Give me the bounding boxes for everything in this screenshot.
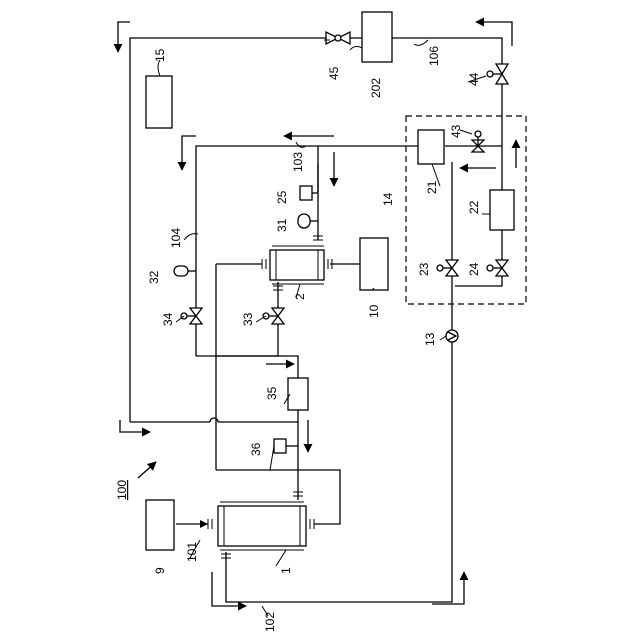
label-103: 103 xyxy=(291,152,305,172)
label-9: 9 xyxy=(153,567,167,574)
label-33: 33 xyxy=(241,312,255,326)
label-1: 1 xyxy=(279,567,293,574)
gauge-32 xyxy=(174,266,188,276)
label-34: 34 xyxy=(161,312,175,326)
label-14: 14 xyxy=(381,192,395,206)
valve-33 xyxy=(263,308,284,324)
label-106: 106 xyxy=(427,46,441,66)
valve-44 xyxy=(487,64,508,84)
label-24: 24 xyxy=(467,262,481,276)
valve-24 xyxy=(487,260,508,276)
exchanger-2 xyxy=(262,236,332,290)
label-13: 13 xyxy=(423,332,437,346)
label-25: 25 xyxy=(275,190,289,204)
label-102: 102 xyxy=(263,612,277,632)
unit-22 xyxy=(490,190,514,230)
label-21: 21 xyxy=(425,180,439,194)
label-45: 45 xyxy=(327,66,341,80)
valve-23 xyxy=(437,260,458,276)
label-202: 202 xyxy=(369,78,383,98)
pump-13 xyxy=(446,330,458,342)
label-100: 100 xyxy=(115,480,129,500)
label-104: 104 xyxy=(169,228,183,248)
label-44: 44 xyxy=(467,72,481,86)
label-2: 2 xyxy=(293,293,307,300)
gauge-31 xyxy=(298,214,310,228)
unit-35 xyxy=(288,378,308,410)
label-32: 32 xyxy=(147,270,161,284)
label-10: 10 xyxy=(367,304,381,318)
label-31: 31 xyxy=(275,218,289,232)
unit-10 xyxy=(360,238,388,290)
leader-lines xyxy=(158,40,428,240)
exchanger-1 xyxy=(200,492,314,558)
unit-15 xyxy=(146,76,172,128)
valve-34 xyxy=(181,308,202,324)
sensor-25 xyxy=(300,186,312,200)
valve-45 xyxy=(326,32,350,44)
label-43: 43 xyxy=(449,124,463,138)
piping xyxy=(130,38,502,602)
label-22: 22 xyxy=(467,200,481,214)
sensor-36 xyxy=(274,439,286,453)
unit-21 xyxy=(418,130,444,164)
label-23: 23 xyxy=(417,262,431,276)
valve-43 xyxy=(472,131,484,152)
label-35: 35 xyxy=(265,386,279,400)
tank-202 xyxy=(362,12,392,62)
flow-arrows xyxy=(118,22,516,606)
label-15: 15 xyxy=(153,48,167,62)
label-36: 36 xyxy=(249,442,263,456)
unit-9 xyxy=(146,500,174,550)
